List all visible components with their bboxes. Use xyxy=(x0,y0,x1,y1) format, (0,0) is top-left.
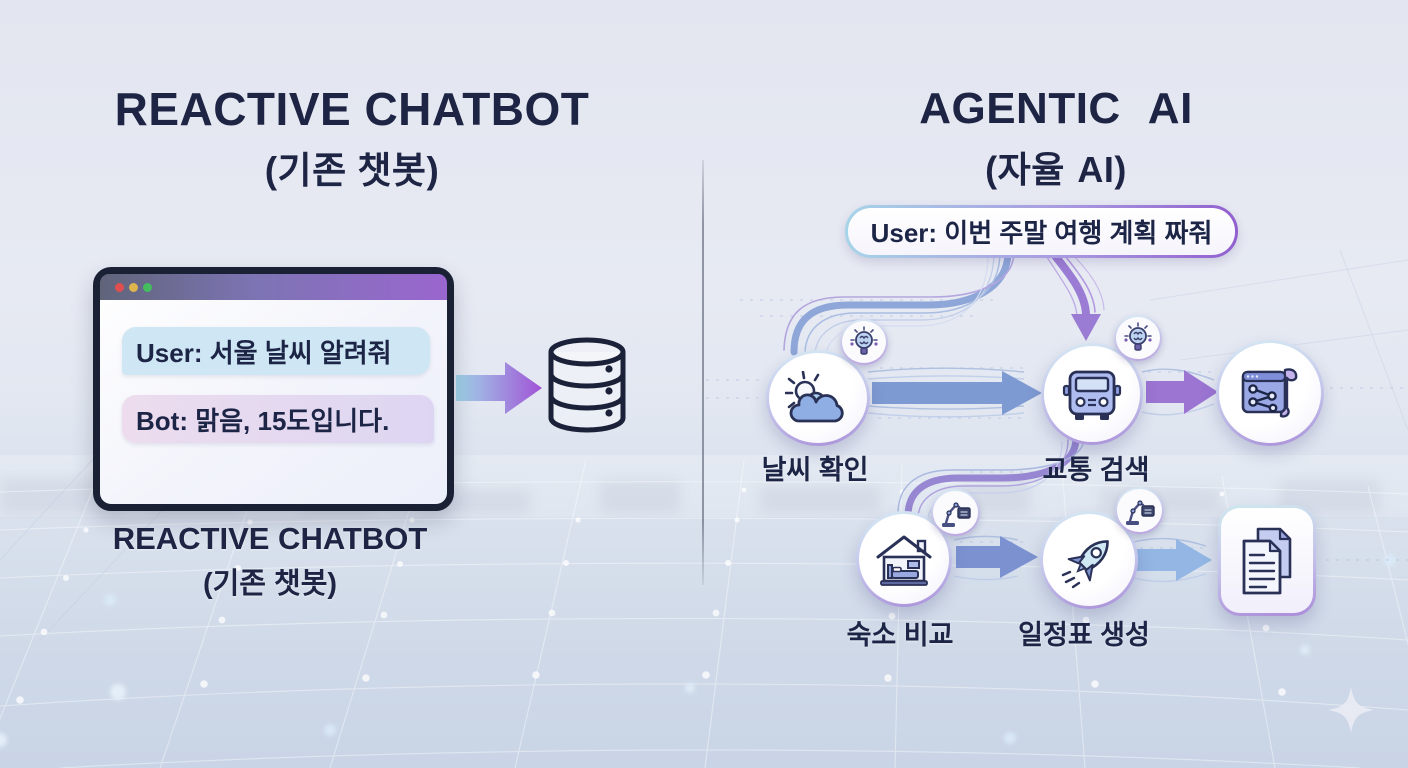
rocket-icon xyxy=(1061,540,1109,589)
right-panel-title: AGENTIC AI xyxy=(919,84,1193,133)
node-label-itinerary: 일정표 생성 xyxy=(1018,620,1150,650)
house-bed-icon xyxy=(876,535,932,586)
node-lodging-compare xyxy=(856,511,952,607)
robot-arm-icon xyxy=(941,501,971,527)
bus-icon xyxy=(1062,370,1122,420)
robot-arm-icon xyxy=(1125,499,1155,525)
traffic-light-red-icon xyxy=(115,283,124,292)
node-transport-search xyxy=(1041,343,1143,445)
panel-divider xyxy=(702,160,704,585)
sun-cloud-icon xyxy=(785,371,844,423)
chat-window-titlebar xyxy=(100,274,447,300)
node-weather-check xyxy=(766,350,870,446)
traffic-light-yellow-icon xyxy=(129,283,138,292)
user-chat-bubble: User: 서울 날씨 알려줘 xyxy=(122,327,430,375)
ai-bulb-badge-transport xyxy=(1114,315,1162,361)
right-panel-subtitle: (자율 AI) xyxy=(985,149,1127,190)
left-panel-subtitle: (기존 챗봇) xyxy=(264,150,440,191)
user-query-bubble: User: 이번 주말 여행 계획 짜줘 xyxy=(845,205,1238,258)
traffic-light-green-icon xyxy=(143,283,152,292)
chat-window: User: 서울 날씨 알려줘 Bot: 맑음, 15도입니다. xyxy=(93,267,454,511)
left-caption-title: REACTIVE CHATBOT xyxy=(112,521,428,556)
user-query-text: User: 이번 주말 여행 계획 짜줘 xyxy=(848,208,1235,255)
ai-bulb-icon xyxy=(850,326,878,355)
ai-bulb-badge-weather xyxy=(840,319,888,365)
ai-bulb-icon xyxy=(1124,322,1152,351)
left-arrow xyxy=(456,362,542,414)
node-label-lodging: 숙소 비교 xyxy=(846,620,954,650)
robot-arm-badge-lodging xyxy=(931,489,980,536)
left-caption-subtitle: (기존 챗봇) xyxy=(202,568,338,600)
bot-chat-text: Bot: 맑음, 15도입니다. xyxy=(136,405,390,436)
documents-icon xyxy=(1242,527,1292,594)
node-label-transport: 교통 검색 xyxy=(1042,455,1150,485)
route-map-icon xyxy=(1241,368,1298,418)
bot-chat-bubble: Bot: 맑음, 15도입니다. xyxy=(122,395,434,443)
database-icon xyxy=(548,337,626,433)
left-panel-title: REACTIVE CHATBOT xyxy=(114,83,590,135)
user-chat-text: User: 서울 날씨 알려줘 xyxy=(136,337,392,368)
node-route-map xyxy=(1216,340,1324,446)
robot-arm-badge-itinerary xyxy=(1115,487,1164,534)
node-documents xyxy=(1218,505,1316,616)
sparkle-icon xyxy=(1328,687,1374,733)
node-label-weather: 날씨 확인 xyxy=(761,455,869,485)
